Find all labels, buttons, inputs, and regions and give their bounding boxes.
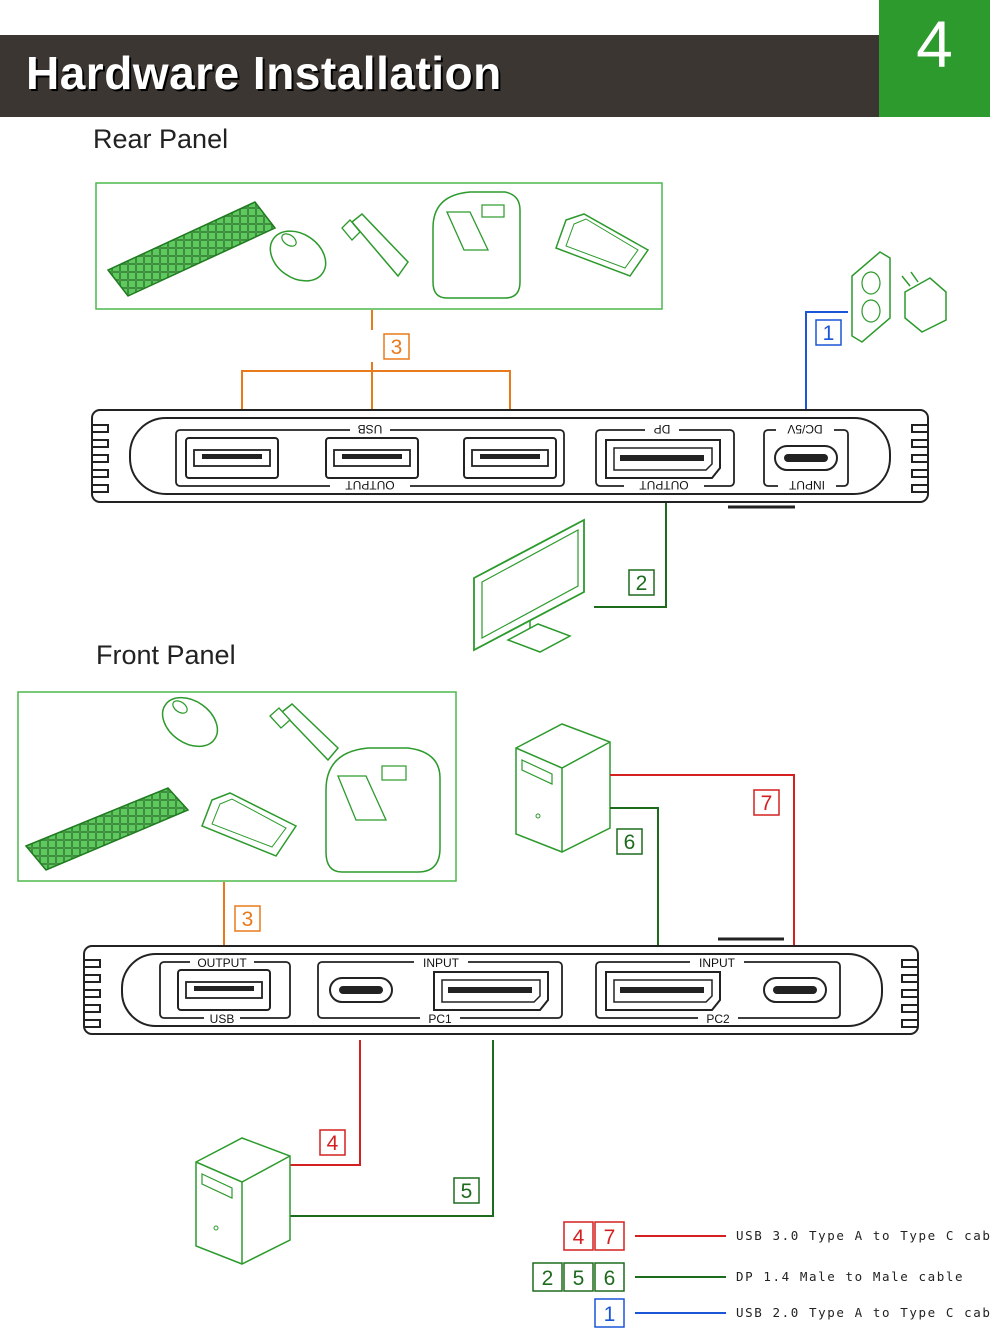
step-badge <box>879 0 990 117</box>
pc2-usb-c-port[interactable] <box>763 977 827 1003</box>
pc2-usb-cable <box>610 774 795 946</box>
callout-5: 5 <box>461 1180 473 1203</box>
pc1-usb-cable <box>288 1040 361 1166</box>
pc1-usb-c-port[interactable] <box>329 977 393 1003</box>
pc1-label: PC1 <box>428 1012 452 1026</box>
step-number: 4 <box>916 7 953 81</box>
pc-tower-icon <box>195 1137 291 1265</box>
pc1-dp-cable <box>288 1040 494 1217</box>
rear-dc-label: DC/5V <box>787 422 822 436</box>
monitor-icon <box>473 518 585 653</box>
power-cable <box>805 311 848 410</box>
mouse-icon <box>161 696 219 748</box>
rear-dp-port[interactable] <box>605 439 721 479</box>
callout-3-rear: 3 <box>391 336 403 359</box>
mouse-icon <box>269 230 327 282</box>
front-panel-heading: Front Panel <box>96 640 236 670</box>
rear-dc-port[interactable] <box>774 445 838 471</box>
front-usb-port[interactable] <box>177 969 271 1011</box>
power-adapter-icon <box>901 271 947 333</box>
tablet-icon <box>201 792 298 857</box>
legend-text: USB 3.0 Type A to Type C cable <box>736 1228 990 1243</box>
legend-num: 2 <box>542 1267 554 1290</box>
monitor-cable <box>594 503 667 608</box>
pc2-input-label: INPUT <box>699 956 736 970</box>
callout-3-front: 3 <box>242 908 254 931</box>
legend-usb2: 1 USB 2.0 Type A to Type C cable <box>594 1298 990 1328</box>
rear-dp-label: DP <box>654 422 671 436</box>
legend-num: 7 <box>604 1226 616 1249</box>
pc1-dp-port[interactable] <box>433 971 549 1011</box>
rear-peripherals-box <box>95 182 663 310</box>
keyboard-icon <box>106 201 277 297</box>
rear-usb-port-3[interactable] <box>463 437 557 479</box>
printer-icon <box>325 747 441 873</box>
rear-panel-heading: Rear Panel <box>93 124 229 154</box>
rear-usb-label: USB <box>358 422 383 436</box>
legend-text: USB 2.0 Type A to Type C cable <box>736 1305 990 1320</box>
callout-4: 4 <box>327 1132 339 1155</box>
printer-icon <box>432 191 521 299</box>
usb-drive-icon <box>269 703 340 762</box>
rear-usb-cable <box>241 310 511 410</box>
rear-dc-input-label: INPUT <box>788 478 825 492</box>
pc1-input-label: INPUT <box>423 956 460 970</box>
callout-7: 7 <box>761 792 773 815</box>
keyboard-icon <box>24 787 190 871</box>
legend-num: 6 <box>604 1267 616 1290</box>
front-peripherals-box <box>17 691 457 882</box>
header-bar <box>0 35 880 117</box>
page-title: Hardware Installation <box>26 47 502 99</box>
rear-usb-port-1[interactable] <box>185 437 279 479</box>
legend-num: 4 <box>573 1226 585 1249</box>
pc-tower-icon <box>515 723 611 853</box>
legend-usb3: 4 7 USB 3.0 Type A to Type C cable <box>563 1221 990 1251</box>
callout-1: 1 <box>823 322 835 345</box>
legend-num: 1 <box>604 1303 616 1326</box>
front-usb-output-label: OUTPUT <box>197 956 247 970</box>
wall-outlet-icon <box>851 251 891 343</box>
legend-num: 5 <box>573 1267 585 1290</box>
tablet-icon <box>555 213 650 277</box>
callout-2: 2 <box>636 572 648 595</box>
rear-usb-output-label: OUTPUT <box>345 478 395 492</box>
rear-usb-port-2[interactable] <box>325 437 419 479</box>
usb-drive-icon <box>341 212 409 278</box>
pc2-dp-port[interactable] <box>605 971 721 1011</box>
pc2-dp-cable <box>610 807 659 946</box>
legend-dp: 2 5 6 DP 1.4 Male to Male cable <box>532 1262 964 1292</box>
pc2-label: PC2 <box>706 1012 730 1026</box>
rear-dp-output-label: OUTPUT <box>639 478 689 492</box>
legend-text: DP 1.4 Male to Male cable <box>736 1269 964 1284</box>
callout-6: 6 <box>624 831 636 854</box>
front-usb-label: USB <box>210 1012 235 1026</box>
